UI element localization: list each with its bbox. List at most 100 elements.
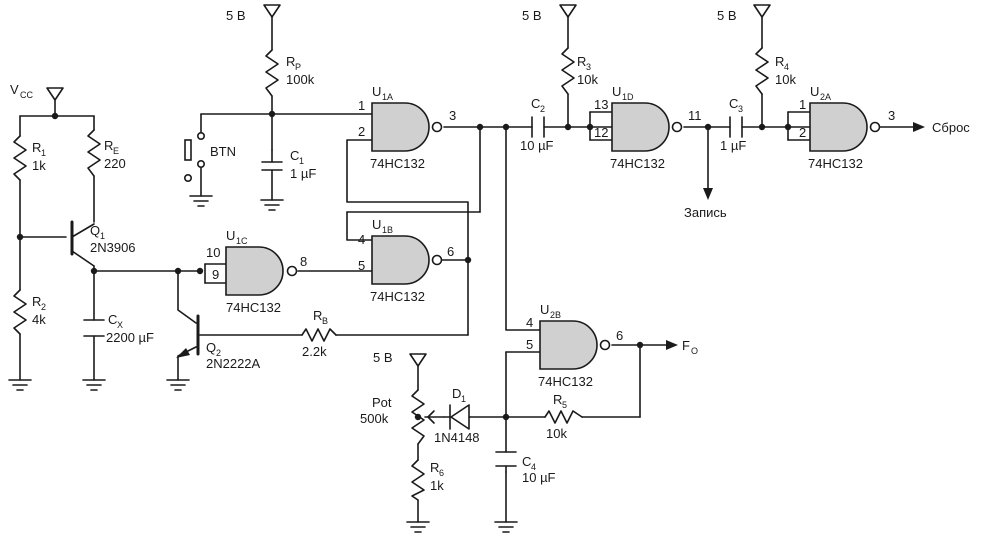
svg-text:74HC132: 74HC132 — [808, 156, 863, 171]
svg-text:C: C — [729, 96, 738, 111]
svg-text:5: 5 — [358, 258, 365, 273]
svg-text:5: 5 — [562, 400, 567, 410]
svg-text:1k: 1k — [430, 478, 444, 493]
svg-text:10 µF: 10 µF — [522, 470, 556, 485]
svg-text:8: 8 — [300, 254, 307, 269]
junction-dots — [16, 110, 792, 421]
svg-text:9: 9 — [212, 267, 219, 282]
svg-text:2: 2 — [41, 302, 46, 312]
svg-text:1: 1 — [799, 97, 806, 112]
svg-text:D: D — [452, 386, 461, 401]
svg-text:Сброс: Сброс — [932, 120, 970, 135]
supply-flag-5v-rp: 5 В — [226, 4, 281, 23]
svg-text:1 µF: 1 µF — [720, 138, 746, 153]
supply-flag-5v-r3: 5 В — [522, 4, 577, 23]
svg-text:C: C — [531, 96, 540, 111]
resistor-r6 — [411, 459, 425, 501]
svg-text:1A: 1A — [382, 92, 393, 102]
resistor-rb — [301, 328, 337, 342]
svg-text:13: 13 — [594, 97, 608, 112]
svg-text:R: R — [775, 54, 784, 69]
svg-text:4: 4 — [784, 62, 789, 72]
capacitor-c4 — [495, 451, 517, 473]
svg-text:B: B — [322, 316, 328, 326]
svg-text:U: U — [372, 84, 381, 99]
svg-text:3: 3 — [888, 108, 895, 123]
svg-text:Pot: Pot — [372, 395, 392, 410]
svg-text:2: 2 — [540, 104, 545, 114]
svg-text:2: 2 — [358, 124, 365, 139]
arrow-fo — [666, 340, 678, 350]
svg-text:2: 2 — [216, 348, 221, 358]
svg-text:100k: 100k — [286, 72, 315, 87]
svg-text:C: C — [290, 148, 299, 163]
svg-text:1 µF: 1 µF — [290, 166, 316, 181]
svg-text:U: U — [372, 217, 381, 232]
svg-text:V: V — [10, 82, 19, 97]
svg-text:74HC132: 74HC132 — [370, 156, 425, 171]
supply-flag-5v-r4: 5 В — [717, 4, 771, 23]
svg-text:R: R — [32, 140, 41, 155]
svg-text:R: R — [286, 54, 295, 69]
svg-text:220: 220 — [104, 156, 126, 171]
resistor-r3 — [561, 47, 575, 95]
svg-text:10k: 10k — [577, 72, 598, 87]
gate-u1b — [371, 235, 443, 285]
svg-text:U: U — [540, 302, 549, 317]
svg-text:11: 11 — [688, 108, 702, 123]
gate-u2a — [809, 102, 881, 152]
capacitor-c2 — [531, 116, 545, 138]
svg-text:E: E — [113, 146, 119, 156]
svg-text:1k: 1k — [32, 158, 46, 173]
resistor-r1 — [13, 135, 27, 181]
wiring — [19, 16, 916, 523]
svg-text:74HC132: 74HC132 — [370, 289, 425, 304]
resistor-r5 — [544, 410, 583, 424]
svg-text:4: 4 — [358, 232, 365, 247]
svg-text:R: R — [104, 138, 113, 153]
svg-text:F: F — [682, 338, 690, 353]
svg-text:5 В: 5 В — [226, 8, 246, 23]
svg-text:74HC132: 74HC132 — [538, 374, 593, 389]
svg-text:U: U — [810, 84, 819, 99]
svg-text:4: 4 — [531, 462, 536, 472]
svg-text:1: 1 — [461, 394, 466, 404]
svg-text:R: R — [553, 392, 562, 407]
svg-text:6: 6 — [439, 468, 444, 478]
svg-text:Запись: Запись — [684, 205, 727, 220]
svg-text:U: U — [612, 84, 621, 99]
svg-text:5 В: 5 В — [373, 350, 393, 365]
arrow-zapis — [703, 188, 713, 200]
resistor-r2 — [13, 289, 27, 335]
svg-text:1: 1 — [299, 156, 304, 166]
svg-text:5 В: 5 В — [522, 8, 542, 23]
svg-text:R: R — [577, 54, 586, 69]
svg-text:C: C — [522, 454, 531, 469]
push-button-btn — [184, 132, 206, 183]
svg-text:CC: CC — [20, 90, 33, 100]
svg-text:1: 1 — [41, 148, 46, 158]
svg-text:74HC132: 74HC132 — [610, 156, 665, 171]
gate-u2b — [539, 320, 611, 370]
capacitor-c3 — [729, 116, 743, 138]
capacitor-c1 — [261, 149, 283, 171]
svg-text:R: R — [430, 460, 439, 475]
svg-text:5: 5 — [526, 337, 533, 352]
svg-text:6: 6 — [447, 244, 454, 259]
